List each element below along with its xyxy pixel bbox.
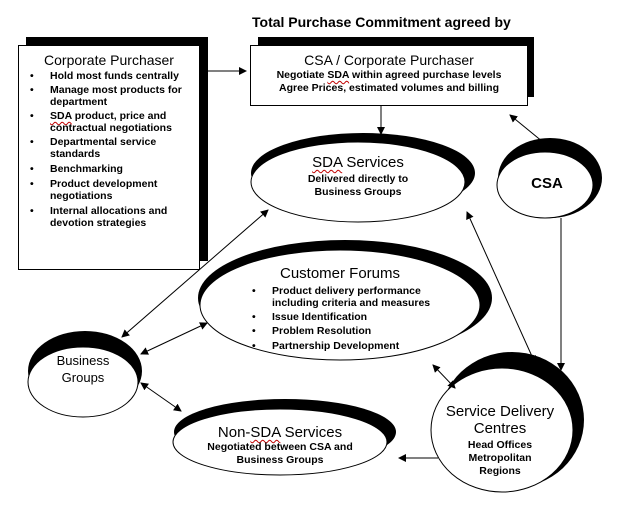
list-item: SDA product, price and contractual negot… [29, 110, 197, 134]
list-item: Product delivery performance including c… [250, 285, 452, 309]
csa-ellipse [496, 138, 602, 219]
customer-forums-title: Customer Forums [279, 265, 401, 282]
sda-spellcheck-word: SDA [327, 69, 350, 81]
list-item: Hold most funds centrally [29, 70, 197, 82]
business-groups-line2: Groups [61, 370, 105, 385]
corporate-purchaser-title: Corporate Purchaser [44, 52, 174, 68]
csa-title: CSA [531, 175, 563, 192]
non-sda-services-title: Non-SDA Services [175, 424, 385, 441]
line-text: within agreed purchase levels [349, 69, 502, 81]
non-sda-services-ellipse [172, 399, 396, 476]
csa-corporate-purchaser-line2: Agree Prices, estimated volumes and bill… [279, 82, 499, 94]
sdc-sub-metropolitan: Metropolitan [468, 452, 532, 464]
list-item: Problem Resolution [250, 325, 452, 337]
sda-spellcheck-word: SDA [50, 110, 72, 122]
customer-forums-list: Product delivery performance including c… [250, 285, 452, 354]
service-delivery-centres-ellipse [430, 352, 584, 493]
sda-services-title: SDA Services [255, 154, 461, 171]
diagram-title: Total Purchase Commitment agreed by [252, 14, 511, 30]
list-item: Issue Identification [250, 311, 452, 323]
sda-services-ellipse [250, 133, 475, 223]
arrow-cf-business-groups-bidirectional [140, 322, 208, 355]
non-sda-services-line1: Negotiated between CSA and [207, 441, 353, 453]
business-groups-ellipse [27, 331, 142, 418]
list-item: Departmental service standards [29, 136, 197, 160]
sdc-sub-regions: Regions [479, 465, 521, 477]
title-text: Non- [217, 424, 251, 441]
title-text: Services [342, 154, 404, 171]
corporate-purchaser-box: Corporate Purchaser Hold most funds cent… [18, 45, 200, 270]
corporate-purchaser-list: Hold most funds centrally Manage most pr… [29, 70, 197, 231]
sdc-title-line2: Centres [473, 420, 527, 437]
title-text: Services [280, 424, 343, 441]
csa-corporate-purchaser-line1: Negotiate SDA within agreed purchase lev… [251, 69, 527, 81]
list-item: Benchmarking [29, 163, 197, 175]
csa-corporate-purchaser-box: CSA / Corporate Purchaser Negotiate SDA … [250, 45, 528, 106]
list-item: Partnership Development [250, 340, 452, 352]
list-item-text: product, price and contractual negotiati… [50, 110, 172, 134]
business-groups-line1: Business [56, 353, 110, 368]
csa-corporate-purchaser-title: CSA / Corporate Purchaser [304, 52, 474, 68]
arrow-sda-sdc-bidirectional [466, 211, 536, 364]
sda-spellcheck-word: SDA [250, 424, 281, 441]
sda-services-line2: Business Groups [314, 186, 402, 198]
non-sda-services-line2: Business Groups [236, 454, 324, 466]
arrow-sda-business-groups-bidirectional [121, 209, 269, 338]
sdc-title-line1: Service Delivery [445, 403, 555, 420]
sdc-sub-head-offices: Head Offices [467, 439, 533, 451]
sda-services-line1: Delivered directly to [307, 173, 409, 185]
list-item: Manage most products for department [29, 84, 197, 108]
arrow-business-groups-non-sda-bidirectional [140, 382, 182, 412]
arrow-csa-to-csa-cp [509, 114, 544, 143]
line-text: Negotiate [276, 69, 328, 81]
list-item: Product development negotiations [29, 178, 197, 202]
arrow-cf-sdc-bidirectional [432, 364, 456, 389]
sda-spellcheck-word: SDA [312, 154, 343, 171]
